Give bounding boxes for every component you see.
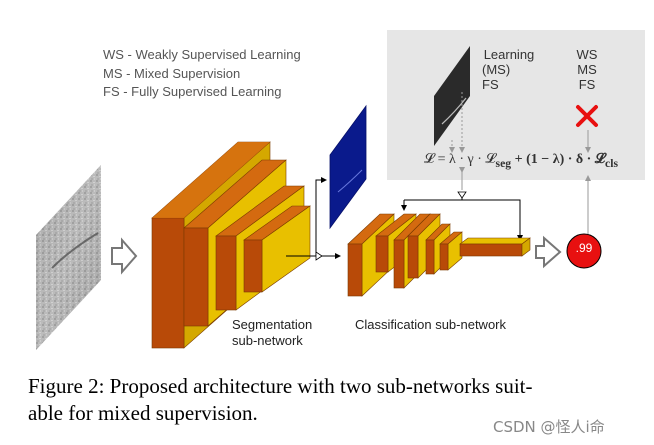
panel-learning-line1: Learning [483, 47, 535, 62]
formula-mid: + (1 − λ) · δ · 𝓛 [511, 152, 606, 167]
segmentation-output-map [329, 104, 367, 230]
segmentation-label-line2: sub-network [232, 333, 303, 348]
legend: WS - Weakly Supervised Learning MS - Mix… [103, 46, 301, 102]
figure-caption: Figure 2: Proposed architecture with two… [28, 373, 628, 427]
loss-formula: 𝓛 = λ · γ · 𝓛seg + (1 − λ) · δ · 𝓛cls [396, 152, 646, 170]
segmentation-label-line1: Segmentation [232, 317, 313, 332]
gate-icon [315, 251, 323, 261]
output-arrow-icon [535, 235, 562, 269]
score-value: .99 [575, 241, 593, 255]
panel-learning-line3: FS [482, 77, 499, 92]
panel-seg-map-icon [434, 46, 470, 146]
panel-learning-label: Learning (MS) FS [476, 47, 542, 92]
input-image [36, 165, 101, 350]
segmentation-label: Segmentation sub-network [232, 317, 312, 349]
formula-lhs: 𝓛 = λ · γ · 𝓛 [423, 152, 496, 167]
formula-cls-sub: cls [605, 156, 618, 170]
classification-label: Classification sub-network [355, 317, 507, 332]
classification-subnetwork [347, 213, 531, 297]
formula-seg-sub: seg [495, 156, 512, 170]
caption-line2: able for mixed supervision. [28, 401, 258, 425]
legend-ms: MS - Mixed Supervision [103, 65, 241, 81]
cross-icon [576, 105, 598, 127]
watermark: CSDN @怪人i命 [493, 418, 605, 436]
legend-fs: FS - Fully Supervised Learning [103, 84, 282, 99]
panel-ws: WS [576, 47, 598, 62]
panel-ms: MS [577, 62, 597, 77]
panel-learning-line2: (MS) [482, 62, 511, 77]
panel-fs: FS [578, 77, 596, 92]
panel-mode-column: WS MS FS [566, 47, 608, 92]
caption-line1: Figure 2: Proposed architecture with two… [28, 374, 533, 398]
score-circle [566, 233, 602, 269]
input-arrow-icon [111, 237, 138, 275]
segmentation-subnetwork [151, 141, 311, 349]
gate-icon [457, 191, 467, 199]
loss-panel [387, 30, 645, 180]
legend-ws: WS - Weakly Supervised Learning [103, 47, 301, 62]
